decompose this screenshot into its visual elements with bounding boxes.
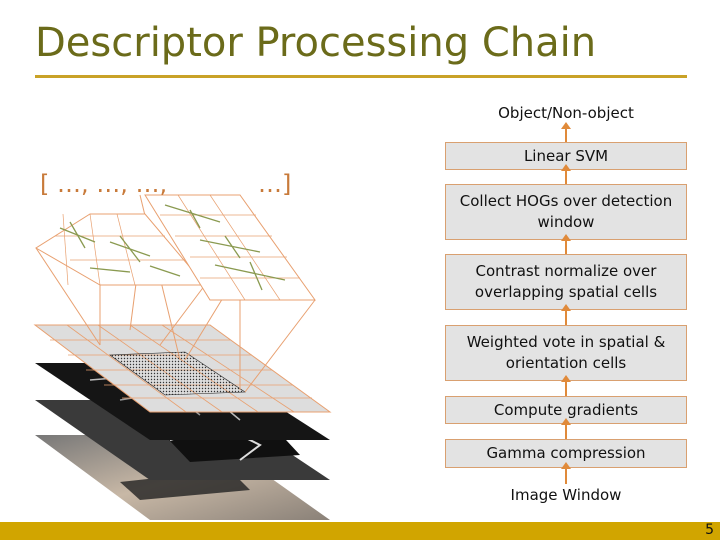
orientation-block-right xyxy=(144,194,316,301)
pipeline-output-label: Object/Non-object xyxy=(498,104,634,122)
page-number: 5 xyxy=(705,522,714,538)
feature-vector-start: [ …, …, …, xyxy=(40,170,168,198)
spatial-cell-grid xyxy=(33,324,332,413)
arrow-up-icon xyxy=(561,462,571,484)
arrow-up-icon xyxy=(561,418,571,439)
arrow-up-icon xyxy=(561,304,571,325)
arrow-up-icon xyxy=(561,375,571,396)
arrow-up-icon xyxy=(561,122,571,142)
orientation-block-left xyxy=(35,213,207,286)
slide-title: Descriptor Processing Chain xyxy=(35,20,597,66)
pipeline-input-label: Image Window xyxy=(510,486,622,504)
feature-vector-end: …] xyxy=(258,170,292,198)
step-collect-hogs: Collect HOGs over detection window xyxy=(445,184,687,240)
footer-bar: 5 xyxy=(0,522,720,540)
step-contrast-normalize: Contrast normalize over overlapping spat… xyxy=(445,254,687,310)
hog-illustration xyxy=(33,194,332,520)
step-weighted-vote: Weighted vote in spatial & orientation c… xyxy=(445,325,687,381)
arrow-up-icon xyxy=(561,234,571,254)
title-divider xyxy=(35,75,687,78)
arrow-up-icon xyxy=(561,164,571,184)
